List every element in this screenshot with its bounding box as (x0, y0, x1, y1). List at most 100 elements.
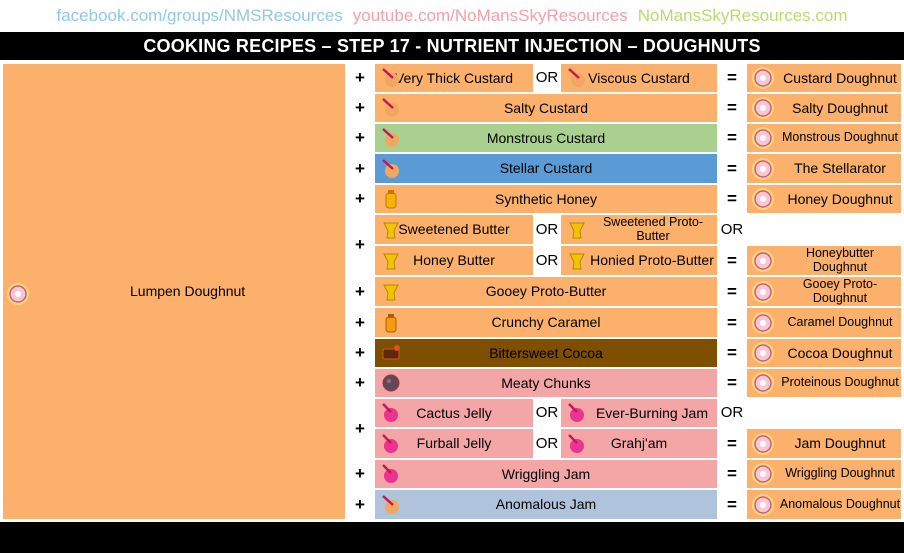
equals-sign: = (719, 308, 745, 337)
ingredient-cell: Meaty Chunks (375, 369, 717, 397)
equals-sign: = (719, 154, 745, 183)
plus-sign: + (347, 339, 373, 367)
butter-icon (565, 249, 589, 273)
butter-icon (379, 249, 403, 273)
result-cell: Honeybutter Doughnut (747, 246, 901, 275)
or-label: OR (719, 399, 745, 427)
equals-sign: = (719, 185, 745, 213)
doughnut-icon (751, 249, 775, 273)
result-cell: Wriggling Doughnut (747, 460, 901, 488)
site-link[interactable]: NoMansSkyResources.com (637, 6, 848, 25)
plus-sign: + (347, 399, 373, 458)
result-cell: Cocoa Doughnut (747, 339, 901, 367)
equals-sign: = (719, 246, 745, 275)
ingredient-cell: Honied Proto-Butter (561, 246, 717, 275)
doughnut-icon (751, 96, 775, 120)
ingredient-cell: Sweetened Butter (375, 215, 533, 244)
jelly-icon (379, 432, 403, 456)
ingredient-cell: Stellar Custard (375, 154, 717, 183)
cocoa-icon (379, 341, 403, 365)
jelly-icon (565, 432, 589, 456)
doughnut-icon (751, 371, 775, 395)
ingredient-cell: Sweetened Proto-Butter (561, 215, 717, 244)
ingredient-cell: Furball Jelly (375, 429, 533, 458)
equals-sign: = (719, 429, 745, 458)
plus-sign: + (347, 490, 373, 519)
doughnut-icon (751, 280, 775, 304)
doughnut-icon (751, 311, 775, 335)
doughnut-icon (751, 126, 775, 150)
doughnut-icon (751, 341, 775, 365)
result-cell-empty (747, 215, 901, 244)
plus-sign: + (347, 215, 373, 275)
plus-sign: + (347, 308, 373, 337)
equals-sign: = (719, 277, 745, 306)
doughnut-icon (751, 493, 775, 517)
links-bar: facebook.com/groups/NMSResources youtube… (0, 0, 904, 32)
plus-sign: + (347, 369, 373, 397)
equals-sign: = (719, 64, 745, 92)
meat-icon (379, 371, 403, 395)
ingredient-cell: Monstrous Custard (375, 124, 717, 152)
jam-icon (379, 493, 403, 517)
honey-icon (379, 187, 403, 211)
youtube-link[interactable]: youtube.com/NoMansSkyResources (352, 6, 628, 25)
plus-sign: + (347, 124, 373, 152)
title-bar: COOKING RECIPES – STEP 17 - NUTRIENT INJ… (0, 32, 904, 60)
jelly-icon (379, 462, 403, 486)
result-cell: Custard Doughnut (747, 64, 901, 92)
ingredient-cell: Synthetic Honey (375, 185, 717, 213)
result-cell-empty (747, 399, 901, 427)
ingredient-cell: Viscous Custard (561, 64, 717, 92)
jelly-icon (565, 401, 589, 425)
result-cell: Honey Doughnut (747, 185, 901, 213)
butter-icon (379, 218, 403, 242)
plus-sign: + (347, 154, 373, 183)
result-cell: Jam Doughnut (747, 429, 901, 458)
custard-icon (379, 157, 403, 181)
or-label: OR (533, 399, 561, 427)
equals-sign: = (719, 94, 745, 122)
or-label: OR (719, 215, 745, 244)
ingredient-cell: Very Thick Custard (375, 64, 533, 92)
facebook-link[interactable]: facebook.com/groups/NMSResources (56, 6, 343, 25)
result-cell: Caramel Doughnut (747, 308, 901, 337)
result-cell: Salty Doughnut (747, 94, 901, 122)
doughnut-icon (751, 462, 775, 486)
ingredient-cell: Grahj'am (561, 429, 717, 458)
result-cell: Proteinous Doughnut (747, 369, 901, 397)
result-cell: Anomalous Doughnut (747, 490, 901, 519)
caramel-icon (379, 311, 403, 335)
equals-sign: = (719, 490, 745, 519)
equals-sign: = (719, 339, 745, 367)
doughnut-icon (751, 187, 775, 211)
base-label: Lumpen Doughnut (130, 283, 246, 299)
ingredient-cell: Gooey Proto-Butter (375, 277, 717, 306)
result-cell: Gooey Proto-Doughnut (747, 277, 901, 306)
plus-sign: + (347, 277, 373, 306)
ingredient-cell: Ever-Burning Jam (561, 399, 717, 427)
doughnut-icon (751, 157, 775, 181)
or-label: OR (533, 246, 561, 275)
butter-icon (379, 280, 403, 304)
ingredient-cell: Cactus Jelly (375, 399, 533, 427)
ingredient-cell: Salty Custard (375, 94, 717, 122)
plus-sign: + (347, 185, 373, 213)
custard-icon (379, 66, 403, 90)
or-label: OR (533, 215, 561, 244)
or-label: OR (533, 429, 561, 458)
doughnut-icon (751, 432, 775, 456)
equals-sign: = (719, 124, 745, 152)
plus-sign: + (347, 460, 373, 488)
ingredient-cell: Honey Butter (375, 246, 533, 275)
ingredient-cell: Anomalous Jam (375, 490, 717, 519)
butter-icon (565, 218, 589, 242)
result-cell: Monstrous Doughnut (747, 124, 901, 152)
ingredient-cell: Wriggling Jam (375, 460, 717, 488)
custard-icon (379, 126, 403, 150)
ingredient-cell: Bittersweet Cocoa (375, 339, 717, 367)
doughnut-icon (6, 282, 30, 306)
custard-icon (565, 66, 589, 90)
jelly-icon (379, 401, 403, 425)
base-cell (3, 64, 345, 519)
